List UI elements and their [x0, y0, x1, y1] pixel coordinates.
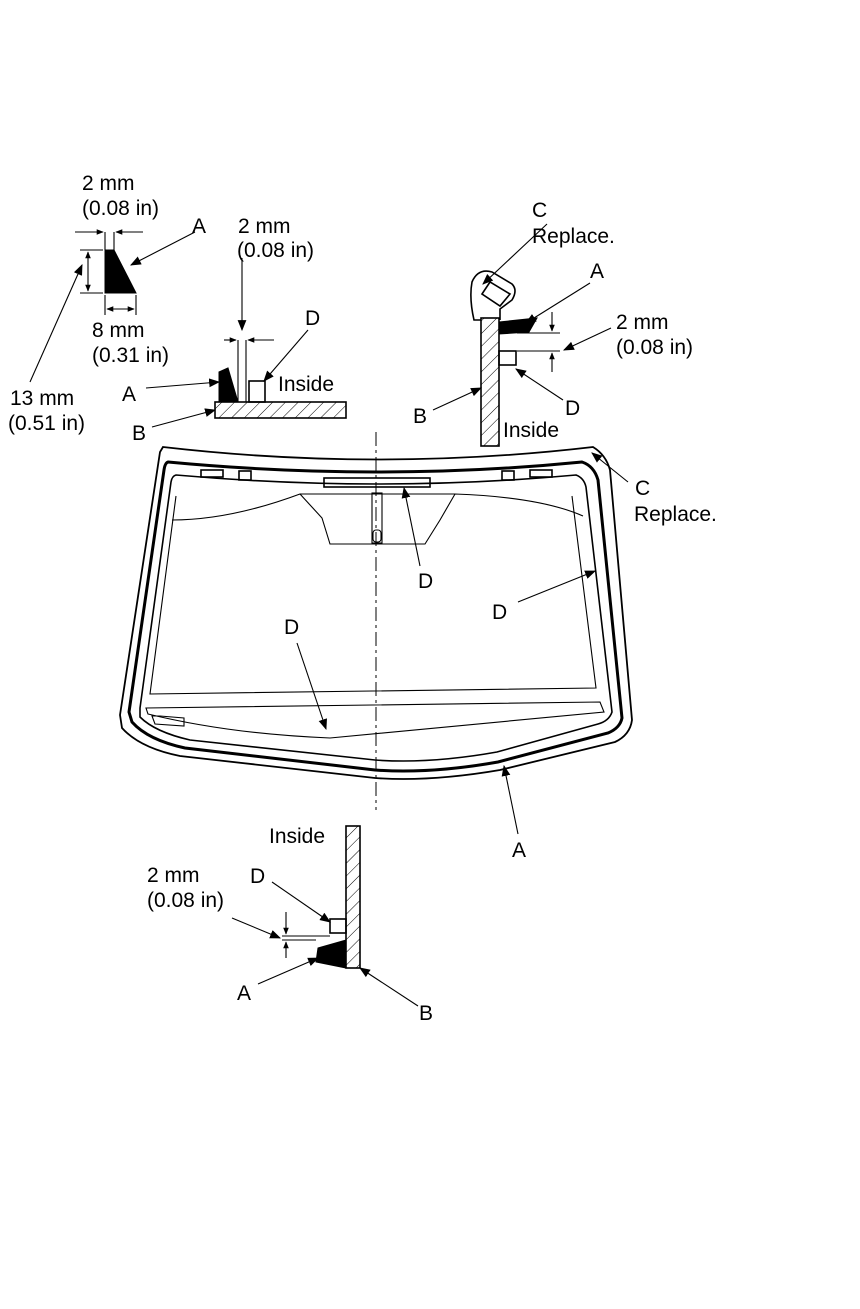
dimension-2mm-inch-label: (0.08 in) [237, 239, 314, 262]
callout-d-label: D [492, 601, 507, 624]
dam-section [329, 918, 347, 934]
callout-c-label: C [532, 199, 547, 222]
dimension-13mm-label: 13 mm [10, 387, 74, 410]
replace-label: Replace. [634, 503, 717, 526]
glass-section [480, 317, 500, 447]
dimension-2mm-inch-label: (0.08 in) [616, 336, 693, 359]
dam-section [498, 350, 517, 366]
adhesive-bead-profile-detail: 2 mm (0.08 in) A 8 mm (0.31 in) 13 mm (0… [8, 172, 206, 435]
glass-edge-line [139, 474, 613, 762]
inside-label: Inside [503, 419, 559, 442]
callout-a-label: A [192, 215, 206, 238]
callout-b-label: B [132, 422, 146, 445]
inside-label: Inside [278, 373, 334, 396]
adhesive-bead [498, 317, 538, 335]
callout-b-label: B [413, 405, 427, 428]
callout-d-label: D [305, 307, 320, 330]
molding-section [470, 270, 516, 321]
callout-a-label: A [590, 260, 604, 283]
adhesive-bead [218, 367, 239, 403]
glass-section [214, 401, 347, 419]
dam-section [248, 380, 266, 403]
callout-c-label: C [635, 477, 650, 500]
dimension-2mm-inch-label: (0.08 in) [147, 889, 224, 912]
callout-d-label: D [250, 865, 265, 888]
callout-d-label: D [418, 570, 433, 593]
windshield-main-view: C Replace. D D D A [119, 432, 717, 862]
callout-a-label: A [122, 383, 136, 406]
top-edge-cross-section-detail: C Replace. A 2 mm (0.08 in) B D Inside [413, 199, 693, 447]
glass-section [345, 825, 361, 969]
dimension-8mm-label: 8 mm [92, 319, 145, 342]
replace-label: Replace. [532, 225, 615, 248]
dimension-8mm-inch-label: (0.31 in) [92, 344, 169, 367]
callout-b-label: B [419, 1002, 433, 1025]
adhesive-bead-shape [104, 249, 137, 294]
adhesive-bead [315, 939, 347, 969]
dimension-13mm-inch-label: (0.51 in) [8, 412, 85, 435]
bottom-edge-cross-section-detail: Inside D 2 mm (0.08 in) A B [147, 825, 433, 1025]
dimension-2mm-label: 2 mm [147, 864, 200, 887]
callout-a-label: A [512, 839, 526, 862]
inside-label: Inside [269, 825, 325, 848]
adhesive-bead-ring [127, 460, 624, 773]
side-edge-cross-section-detail: 2 mm (0.08 in) D Inside A B [122, 215, 347, 445]
dimension-2mm-label: 2 mm [82, 172, 135, 195]
callout-a-label: A [237, 982, 251, 1005]
dimension-2mm-label: 2 mm [238, 215, 291, 238]
dimension-2mm-inch-label: (0.08 in) [82, 197, 159, 220]
dimension-2mm-label: 2 mm [616, 311, 669, 334]
callout-d-label: D [565, 397, 580, 420]
callout-d-label: D [284, 616, 299, 639]
